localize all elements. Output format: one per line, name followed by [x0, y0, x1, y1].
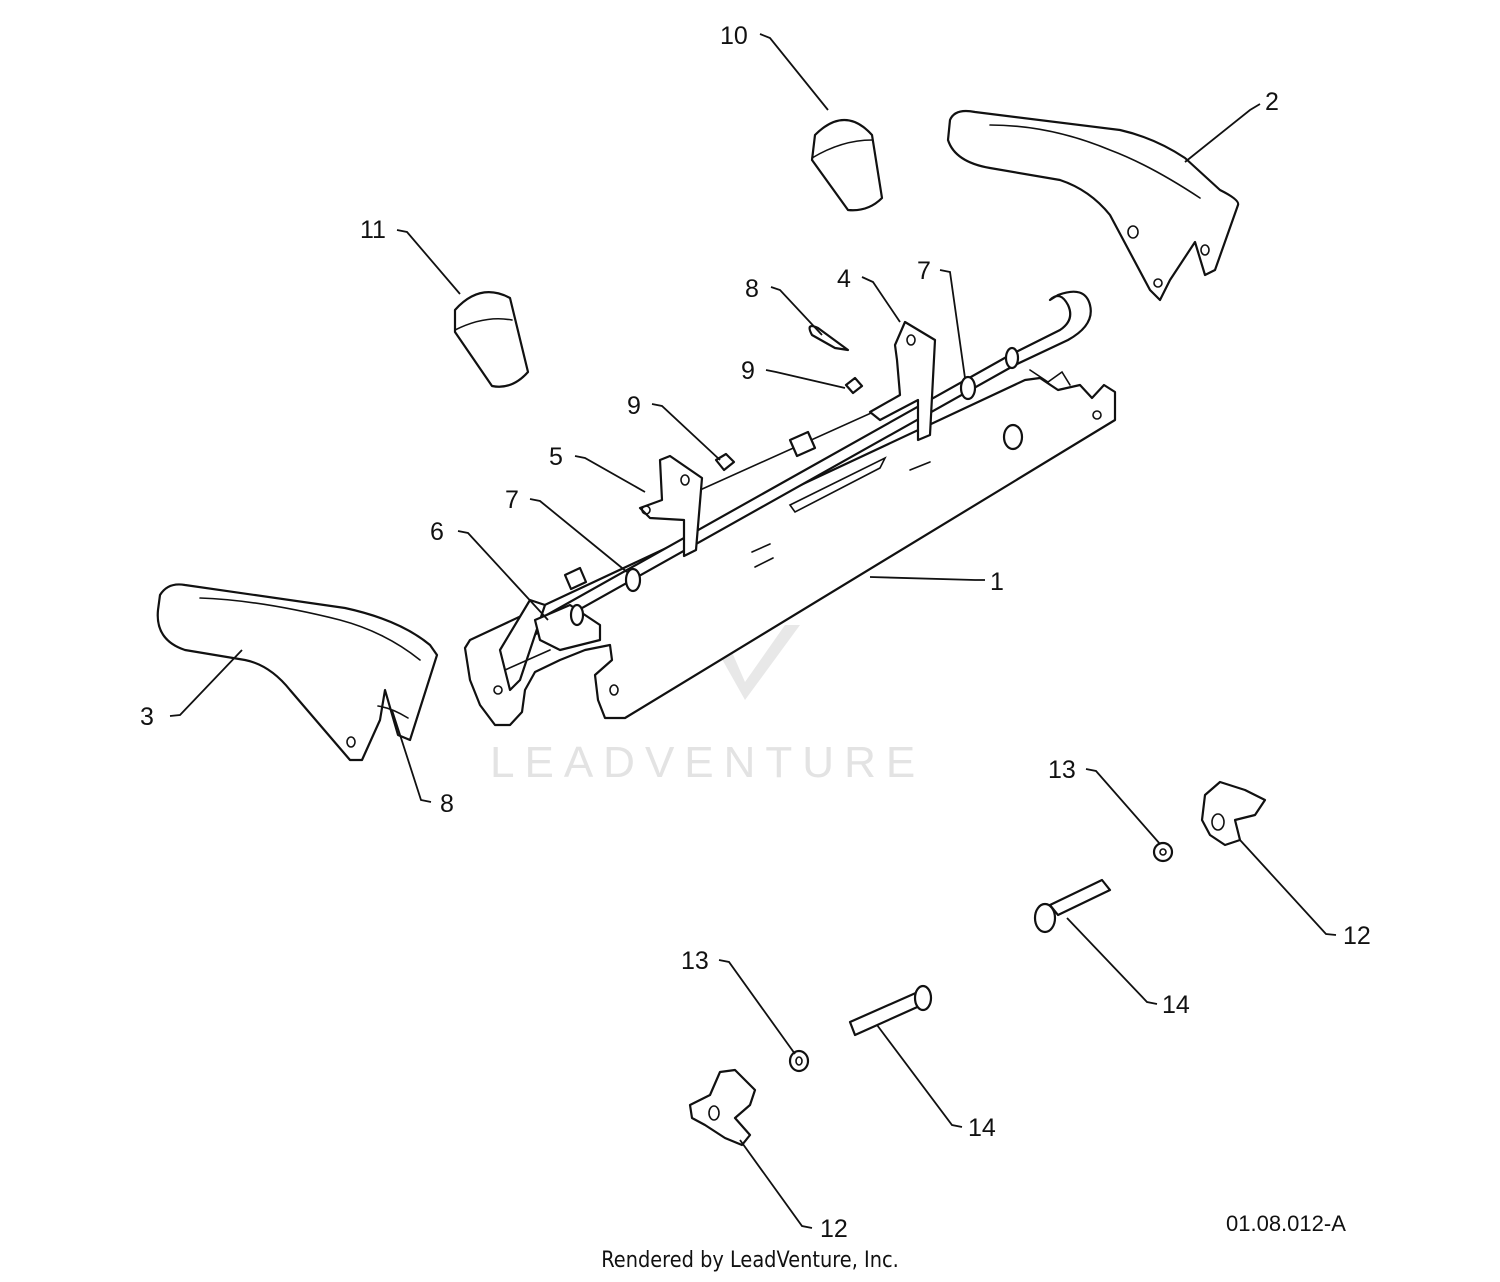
carriage-bolt-part-lower[interactable]: [848, 984, 933, 1037]
callout-labels: 10 2 11 8 4 7 9 9 5 7 6 1 3 8 13 12 14 1…: [140, 22, 1371, 1243]
callout-8-upper: 8: [745, 275, 759, 303]
callout-7-upper: 7: [917, 257, 931, 285]
callout-1: 1: [990, 568, 1004, 596]
mounting-plate-part[interactable]: [463, 376, 1117, 727]
callout-12-upper: 12: [1343, 922, 1371, 950]
hairpin-clip-part[interactable]: [808, 325, 850, 352]
callout-4: 4: [837, 265, 851, 293]
bolt-part-upper[interactable]: [844, 376, 864, 395]
callout-13-upper: 13: [1048, 756, 1076, 784]
carriage-bolt-part-upper[interactable]: [1033, 878, 1112, 934]
handle-part-right[interactable]: [946, 109, 1240, 302]
handle-part-left[interactable]: [156, 583, 439, 762]
callout-5: 5: [549, 443, 563, 471]
callout-14-upper: 14: [1162, 991, 1190, 1019]
knob-part-left[interactable]: [453, 291, 530, 388]
callout-14-lower: 14: [968, 1114, 996, 1142]
diagram-code: 01.08.012-A: [1226, 1211, 1346, 1236]
bolt-part-lower[interactable]: [714, 452, 736, 472]
callout-8-lower: 8: [440, 790, 454, 818]
callout-9-lower: 9: [627, 392, 641, 420]
callout-2: 2: [1265, 88, 1279, 116]
callout-13-lower: 13: [681, 947, 709, 975]
callout-12-lower: 12: [820, 1215, 848, 1243]
star-knob-part-upper[interactable]: [1200, 780, 1267, 847]
star-knob-part-lower[interactable]: [688, 1068, 757, 1147]
spacer-part-upper[interactable]: [959, 346, 1020, 401]
callout-6: 6: [430, 518, 444, 546]
bracket-right-part[interactable]: [788, 320, 937, 458]
bracket-left-part[interactable]: [563, 454, 704, 591]
washer-part-lower[interactable]: [788, 1049, 810, 1073]
watermark-text: LEADVENTURE: [490, 738, 925, 787]
leader-lines: [169, 33, 1337, 1229]
render-credit: Rendered by LeadVenture, Inc.: [601, 1248, 899, 1273]
knob-part-top[interactable]: [810, 119, 884, 212]
callout-7-lower: 7: [505, 486, 519, 514]
spacer-part-lower[interactable]: [569, 567, 642, 627]
washer-part-upper[interactable]: [1152, 841, 1174, 863]
callout-11: 11: [360, 216, 386, 244]
callout-3: 3: [140, 703, 154, 731]
callout-10: 10: [720, 22, 748, 50]
callout-9-upper: 9: [741, 357, 755, 385]
